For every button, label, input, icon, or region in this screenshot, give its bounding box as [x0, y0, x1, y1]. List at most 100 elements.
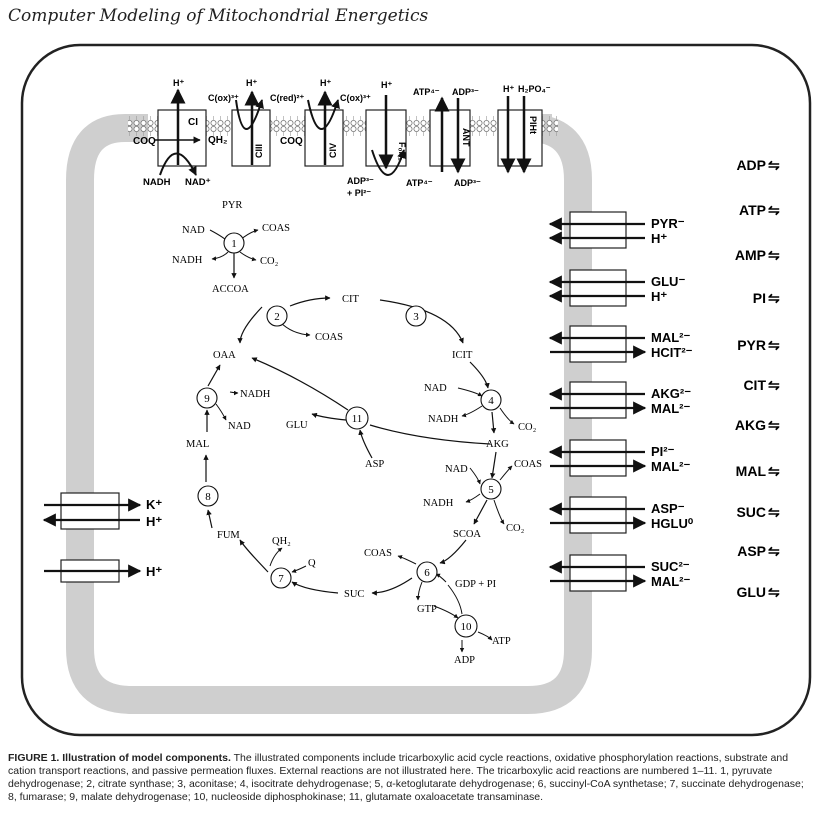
enzyme-3: 3 — [413, 311, 419, 323]
complex-f0f1: F₀F₁ H⁺ ADP³⁻ + PI²⁻ ATP⁴⁻ — [347, 80, 433, 198]
tca-atp: ATP — [492, 636, 511, 647]
civ-label: CIV — [328, 143, 338, 158]
tca-glu: GLU — [286, 420, 308, 431]
external-adp: ADP⇋ — [736, 157, 780, 173]
h-piht: H⁺ — [503, 84, 514, 94]
caption-text: The illustrated components include trica… — [8, 752, 804, 803]
piht-label: PIHt — [528, 116, 538, 134]
right-transporter-6-bottom: HGLU⁰ — [651, 516, 694, 531]
tca-cit: CIT — [342, 294, 360, 305]
tca-q: Q — [308, 558, 316, 569]
enzyme-1: 1 — [231, 238, 237, 250]
external-label: PYR — [737, 337, 766, 353]
right-transporter-6-top: ASP⁻ — [651, 501, 685, 516]
external-label: AKG — [735, 417, 766, 433]
left-transporter-k-h: K⁺ H⁺ — [42, 492, 162, 530]
external-metabolites: ADP⇋ATP⇋AMP⇋PI⇋PYR⇋CIT⇋AKG⇋MAL⇋SUC⇋ASP⇋G… — [735, 157, 780, 600]
external-label: CIT — [743, 377, 766, 393]
left-h1: H⁺ — [146, 514, 162, 529]
enzyme-7: 7 — [278, 573, 284, 585]
caption-bold: Illustration of model components. — [62, 752, 231, 764]
external-label: PI — [753, 290, 766, 306]
external-akg: AKG⇋ — [735, 417, 780, 433]
right-transporter-5: PI²⁻MAL²⁻ — [548, 439, 690, 477]
tca-nad4: NAD — [424, 383, 447, 394]
right-transporter-1: PYR⁻H⁺ — [548, 211, 685, 249]
right-transporter-2-bottom: H⁺ — [651, 289, 667, 304]
h2po4: H₂PO₄⁻ — [518, 84, 551, 94]
tca-nad9: NAD — [228, 421, 251, 432]
right-transporter-7-top: SUC²⁻ — [651, 559, 690, 574]
tca-nadh5: NADH — [423, 498, 454, 509]
figure-caption: FIGURE 1. Illustration of model componen… — [8, 752, 813, 804]
exchange-icon: ⇋ — [768, 543, 780, 559]
right-transporter-2-top: GLU⁻ — [651, 274, 685, 289]
cred: C(red)²⁺ — [270, 93, 304, 103]
transporter-ant: ANT ATP⁴⁻ ADP³⁻ ADP³⁻ — [413, 87, 481, 188]
adp3-top: ADP³⁻ — [452, 87, 479, 97]
tca-fum: FUM — [217, 530, 240, 541]
external-cit: CIT⇋ — [743, 377, 780, 393]
left-k: K⁺ — [146, 497, 162, 512]
tca-asp: ASP — [365, 459, 384, 470]
tca-coas1: COAS — [262, 223, 290, 234]
right-transporter-7: SUC²⁻MAL²⁻ — [548, 554, 690, 592]
h-ci: H⁺ — [173, 78, 184, 88]
right-transporter-7-bottom: MAL²⁻ — [651, 574, 690, 589]
external-label: MAL — [736, 463, 767, 479]
cox-civ: C(ox)³⁺ — [340, 93, 371, 103]
adp3-bot: ADP³⁻ — [454, 178, 481, 188]
adp-pi-2: + PI²⁻ — [347, 188, 371, 198]
external-label: ATP — [739, 202, 766, 218]
tca-nadh9: NADH — [240, 389, 271, 400]
right-transporter-4-top: AKG²⁻ — [651, 386, 691, 401]
tca-suc: SUC — [344, 589, 364, 600]
tca-pyr: PYR — [222, 200, 242, 211]
right-transporter-3-bottom: HCIT²⁻ — [651, 345, 693, 360]
exchange-icon: ⇋ — [768, 463, 780, 479]
tca-co2-1: CO₂ — [260, 256, 279, 267]
enzyme-8: 8 — [205, 491, 211, 503]
exchange-icon: ⇋ — [768, 584, 780, 600]
coq1-label: COQ — [133, 136, 156, 147]
enzyme-9: 9 — [204, 393, 210, 405]
external-pyr: PYR⇋ — [737, 337, 780, 353]
enzyme-11: 11 — [352, 413, 363, 425]
right-transporter-5-top: PI²⁻ — [651, 444, 675, 459]
right-transporter-1-top: PYR⁻ — [651, 216, 685, 231]
tca-accoa: ACCOA — [212, 284, 249, 295]
external-glu: GLU⇋ — [736, 584, 780, 600]
tca-oaa: OAA — [213, 350, 236, 361]
transporter-piht: PIHt H⁺ H₂PO₄⁻ — [497, 84, 551, 174]
external-suc: SUC⇋ — [736, 504, 780, 520]
h-civ: H⁺ — [320, 78, 331, 88]
enzyme-2: 2 — [274, 311, 280, 323]
exchange-icon: ⇋ — [768, 290, 780, 306]
right-transporter-4: AKG²⁻MAL²⁻ — [548, 381, 691, 419]
tca-scoa: SCOA — [453, 529, 481, 540]
external-label: AMP — [735, 247, 766, 263]
exchange-icon: ⇋ — [768, 417, 780, 433]
tca-gdp-pi: GDP + PI — [455, 579, 497, 590]
right-transporter-1-bottom: H⁺ — [651, 231, 667, 246]
right-transporter-6: ASP⁻HGLU⁰ — [548, 496, 694, 534]
exchange-icon: ⇋ — [768, 247, 780, 263]
cox-ciii: C(ox)³⁺ — [208, 93, 239, 103]
tca-co2-4: CO₂ — [518, 422, 537, 433]
tca-co2-5: CO₂ — [506, 523, 525, 534]
external-label: ADP — [736, 157, 766, 173]
outer-membrane — [20, 43, 812, 737]
tca-mal: MAL — [186, 439, 209, 450]
external-label: ASP — [737, 543, 766, 559]
coq2-label: COQ — [280, 136, 303, 147]
atp4-top: ATP⁴⁻ — [413, 87, 440, 97]
exchange-icon: ⇋ — [768, 504, 780, 520]
ciii-label: CIII — [254, 144, 264, 158]
external-label: SUC — [736, 504, 766, 520]
tca-qh2: QH₂ — [272, 536, 291, 547]
left-transporter-h: H⁺ — [44, 559, 162, 583]
tca-adp: ADP — [454, 655, 475, 666]
tca-nadh1: NADH — [172, 255, 203, 266]
enzyme-6: 6 — [424, 567, 430, 579]
tca-coas5: COAS — [514, 459, 542, 470]
